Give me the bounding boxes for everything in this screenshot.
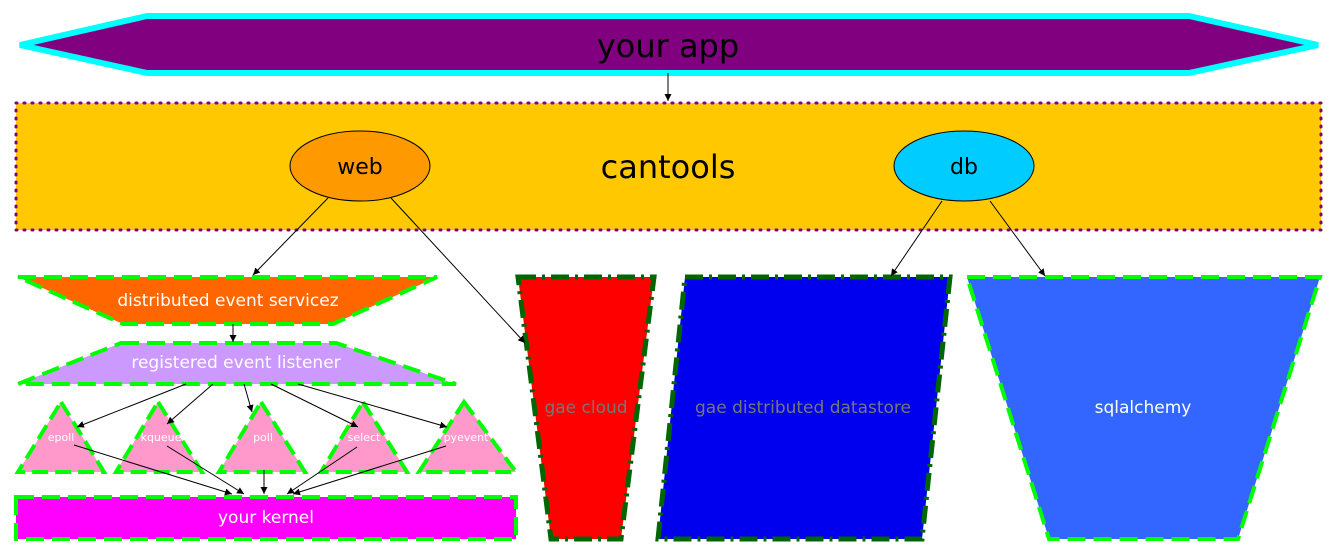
event-servicez-label: distributed event servicez xyxy=(117,291,338,311)
edge-listener-to-select xyxy=(270,383,359,428)
sqlalchemy-label: sqlalchemy xyxy=(1095,398,1192,418)
node-your-app: your app xyxy=(19,13,1319,76)
edges xyxy=(73,73,1046,496)
your-kernel-shape xyxy=(14,495,518,541)
edge-db-to-datastore xyxy=(890,200,943,277)
node-registered-event-listener: registered event listener xyxy=(17,341,457,386)
node-pyevent: pyevent xyxy=(415,398,520,474)
node-select: select xyxy=(317,398,411,474)
event-listener-shape xyxy=(17,341,457,386)
node-gae-distributed-datastore: gae distributed datastore xyxy=(655,274,953,542)
epoll-shape xyxy=(14,398,108,474)
node-kqueue: kqueue xyxy=(112,398,206,474)
event-listener-label: registered event listener xyxy=(131,353,340,373)
edge-select-to-kernel xyxy=(286,446,358,495)
cantools-shape xyxy=(14,101,1323,232)
web-label: web xyxy=(337,155,383,180)
node-sqlalchemy: sqlalchemy xyxy=(964,275,1323,541)
edge-listener-to-epoll xyxy=(76,383,187,428)
your-app-shape xyxy=(19,13,1319,76)
node-epoll: epoll xyxy=(14,398,108,474)
your-kernel-label: your kernel xyxy=(218,508,314,528)
your-app-label: your app xyxy=(597,27,739,65)
datastore-label: gae distributed datastore xyxy=(695,398,911,418)
poll-label: poll xyxy=(253,431,273,444)
node-web: web xyxy=(289,130,431,202)
datastore-shape xyxy=(655,274,953,542)
node-distributed-event-servicez: distributed event servicez xyxy=(17,275,438,326)
edge-listener-to-pyevent xyxy=(297,383,448,429)
edge-web-to-event-servicez xyxy=(252,197,329,276)
epoll-label: epoll xyxy=(48,431,75,444)
edge-epoll-to-kernel xyxy=(73,444,233,496)
gae-cloud-shape xyxy=(515,274,657,542)
db-label: db xyxy=(950,155,978,180)
pyevent-label: pyevent xyxy=(444,431,490,444)
event-servicez-shape xyxy=(17,275,438,326)
edge-kqueue-to-kernel xyxy=(166,445,245,495)
node-gae-cloud: gae cloud xyxy=(515,274,657,542)
edge-db-to-sqlalchemy xyxy=(989,200,1046,277)
node-poll: poll xyxy=(215,398,309,474)
edge-web-to-gae-cloud xyxy=(390,197,526,344)
kqueue-label: kqueue xyxy=(141,431,182,444)
node-db: db xyxy=(893,130,1035,202)
pyevent-shape xyxy=(415,398,520,474)
edge-listener-to-kqueue xyxy=(166,383,214,425)
poll-shape xyxy=(215,398,309,474)
gae-cloud-label: gae cloud xyxy=(544,398,627,418)
node-cantools: cantools xyxy=(14,101,1323,232)
db-shape xyxy=(893,130,1035,202)
edge-pyevent-to-kernel xyxy=(292,445,447,496)
cantools-label: cantools xyxy=(601,148,736,186)
sqlalchemy-shape xyxy=(964,275,1323,541)
select-label: select xyxy=(348,431,381,444)
node-your-kernel: your kernel xyxy=(14,495,518,541)
edge-listener-to-poll xyxy=(243,383,254,413)
web-shape xyxy=(289,130,431,202)
